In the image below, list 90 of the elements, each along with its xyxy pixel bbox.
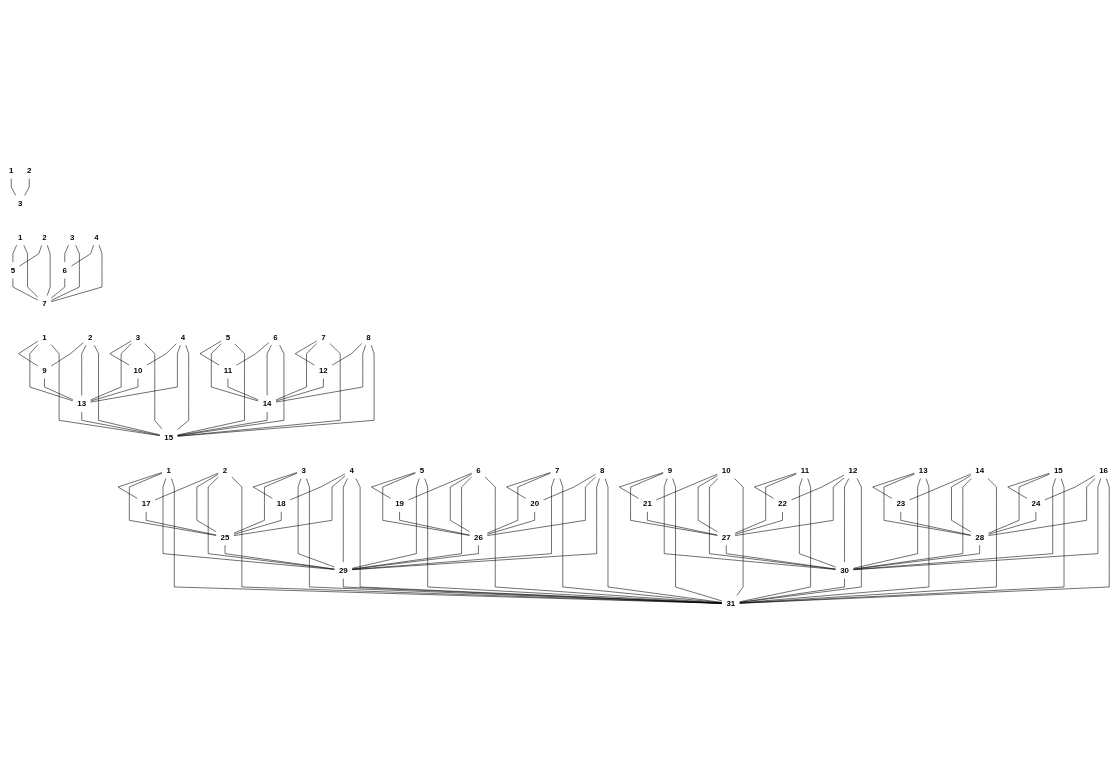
connector (656, 473, 718, 501)
connector (275, 343, 317, 401)
connector (233, 475, 346, 536)
connector (343, 578, 723, 604)
connector (663, 478, 836, 570)
connector (351, 476, 472, 570)
connector (145, 511, 217, 536)
connector (207, 476, 335, 570)
connector (224, 544, 335, 570)
connector (177, 343, 341, 437)
connector (275, 378, 324, 402)
connector (177, 343, 245, 436)
connector (50, 244, 80, 301)
connector (734, 477, 845, 536)
connector (647, 511, 718, 536)
connector (909, 473, 971, 501)
connector (233, 511, 282, 535)
connector (71, 244, 94, 267)
connector (883, 473, 971, 536)
connector (739, 478, 811, 603)
connector (697, 475, 718, 532)
connector (900, 511, 971, 536)
connector (630, 472, 718, 536)
connector (252, 472, 298, 499)
connector (44, 378, 74, 400)
connector (211, 343, 259, 402)
connector (399, 511, 470, 536)
connector (853, 478, 972, 570)
connector (484, 476, 723, 604)
connector (177, 344, 375, 437)
connector (424, 478, 723, 604)
connector (739, 478, 930, 604)
connector (506, 472, 551, 499)
connector (988, 473, 1050, 534)
connector (162, 478, 335, 570)
connector (734, 473, 797, 534)
connector (94, 344, 160, 436)
connector (988, 478, 1096, 536)
connector (791, 474, 845, 501)
connector (227, 378, 259, 401)
connector (408, 472, 472, 501)
connector (50, 342, 84, 367)
connector (297, 478, 335, 568)
connector (236, 342, 270, 366)
connector (725, 544, 836, 570)
connector (177, 411, 268, 436)
connector (351, 544, 479, 570)
connector (739, 478, 862, 603)
connector (81, 411, 160, 436)
connector (853, 478, 1056, 570)
connector (351, 478, 555, 570)
connector (739, 578, 845, 603)
connector (872, 473, 915, 499)
connector (129, 472, 217, 536)
connector (146, 343, 177, 366)
connector (371, 472, 416, 499)
connector (559, 478, 723, 604)
connector (29, 344, 74, 402)
connector (351, 478, 420, 569)
connector (672, 478, 723, 602)
connector (19, 244, 42, 267)
connector (604, 478, 723, 603)
connector (450, 474, 472, 532)
connector (23, 244, 39, 298)
connector (487, 472, 551, 534)
connector (90, 344, 181, 403)
connector (619, 472, 664, 499)
connector (90, 343, 132, 401)
connector (233, 472, 298, 534)
connector (853, 478, 1102, 570)
connector (351, 478, 600, 570)
connector (50, 344, 160, 436)
connector (289, 473, 346, 501)
connector (382, 472, 470, 536)
connector (853, 478, 921, 569)
connector (487, 476, 596, 536)
connector (754, 472, 797, 499)
connector (709, 478, 836, 570)
connector (1044, 475, 1095, 501)
connector (543, 474, 596, 501)
connector (90, 378, 139, 402)
connector (988, 511, 1037, 535)
connector (117, 472, 163, 499)
connector (177, 344, 285, 436)
connector (853, 544, 980, 570)
connector (739, 478, 997, 604)
connector (799, 478, 836, 568)
connector (144, 343, 163, 430)
connector (154, 472, 219, 501)
connector (487, 511, 535, 535)
